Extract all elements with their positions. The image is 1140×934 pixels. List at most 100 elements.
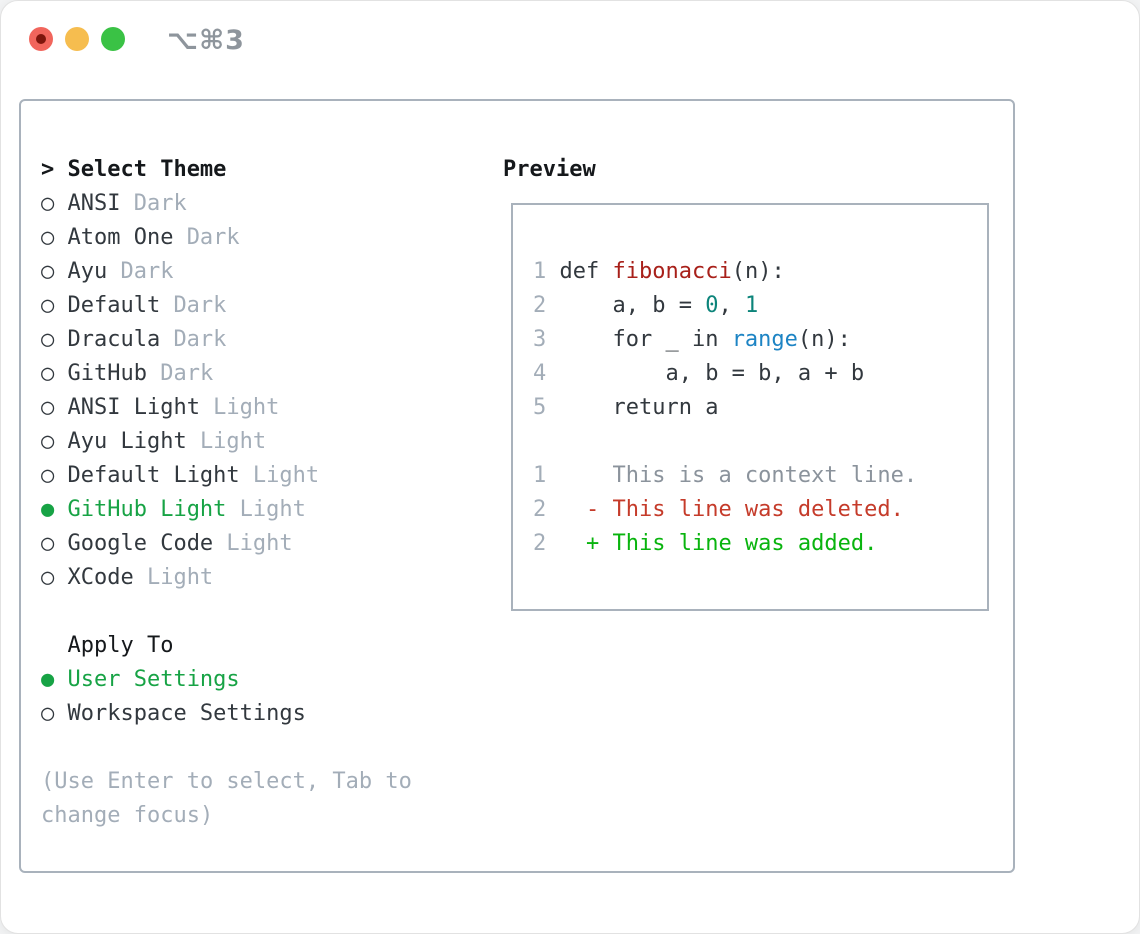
line-number: 5 [533,395,560,420]
theme-variant: Dark [173,293,227,318]
theme-name: ANSI [67,191,121,216]
line-number: 1 [533,259,560,284]
builtin-token: range [731,327,798,352]
line-number: 4 [533,361,560,386]
theme-variant: Dark [186,225,240,250]
function-name-token: fibonacci [612,259,732,284]
radio-icon: ○ [41,327,55,352]
line-number: 2 [533,497,560,522]
code-line: 2 a, b = 0, 1 [533,289,987,323]
radio-selected-icon: ● [41,497,55,522]
radio-selected-icon: ● [41,667,55,692]
theme-name: Default [67,293,161,318]
theme-name: Ayu [67,259,108,284]
radio-icon: ○ [41,565,55,590]
apply-to-title: Apply To [67,633,174,658]
line-number: 2 [533,293,560,318]
theme-name: Dracula [67,327,161,352]
spacer [41,731,471,765]
diff-context-line: 1 This is a context line. [533,459,987,493]
theme-name: XCode [67,565,134,590]
window-shortcut-label: ⌥⌘3 [167,25,245,56]
code-text: for _ in [559,327,732,352]
context-text: This is a context line. [559,463,918,488]
apply-option-label: User Settings [67,667,240,692]
theme-option-dracula-dark[interactable]: ○ Dracula Dark [41,323,471,357]
theme-name: Ayu Light [67,429,187,454]
theme-variant: Dark [173,327,227,352]
radio-icon: ○ [41,225,55,250]
code-text: a, b = [559,293,706,318]
theme-variant: Light [239,497,306,522]
radio-icon: ○ [41,701,55,726]
theme-option-google-code[interactable]: ○ Google Code Light [41,527,471,561]
code-text: , [718,293,745,318]
line-number: 1 [533,463,560,488]
code-text: (n): [731,259,785,284]
theme-option-ayu-light[interactable]: ○ Ayu Light Light [41,425,471,459]
theme-option-default-dark[interactable]: ○ Default Dark [41,289,471,323]
code-line: 3 for _ in range(n): [533,323,987,357]
theme-variant: Light [252,463,320,488]
spacer [41,595,471,629]
radio-icon: ○ [41,259,55,284]
added-text: + This line was added. [559,531,878,556]
theme-variant: Dark [133,191,187,216]
diff-deleted-line: 2 - This line was deleted. [533,493,987,527]
spacer [533,425,987,459]
theme-option-github-dark[interactable]: ○ GitHub Dark [41,357,471,391]
theme-list-title: Select Theme [67,157,227,182]
radio-icon: ○ [41,395,55,420]
code-line: 5 return a [533,391,987,425]
theme-name: Default Light [67,463,240,488]
theme-option-ansi-light[interactable]: ○ ANSI Light Light [41,391,471,425]
number-literal-token: 0 [705,293,719,318]
radio-icon: ○ [41,429,55,454]
keyboard-hint: (Use Enter to select, Tab to change focu… [41,769,412,828]
code-line: 1 def fibonacci(n): [533,255,987,289]
apply-option-user-settings[interactable]: ● User Settings [41,663,471,697]
line-number: 2 [533,531,560,556]
theme-variant: Light [199,429,267,454]
apply-option-label: Workspace Settings [67,701,306,726]
number-literal-token: 1 [744,293,759,318]
code-text: (n): [797,327,851,352]
close-button[interactable] [29,27,53,51]
theme-option-default-light[interactable]: ○ Default Light Light [41,459,471,493]
theme-name: Google Code [67,531,214,556]
diff-added-line: 2 + This line was added. [533,527,987,561]
prompt-icon: > [41,157,55,182]
minimize-button[interactable] [65,27,89,51]
theme-name: ANSI Light [67,395,200,420]
radio-icon: ○ [41,293,55,318]
theme-variant: Light [226,531,293,556]
radio-icon: ○ [41,463,55,488]
close-dot-icon [36,34,46,44]
theme-option-github-light[interactable]: ● GitHub Light Light [41,493,471,527]
theme-option-xcode[interactable]: ○ XCode Light [41,561,471,595]
preview-title: Preview [503,157,596,182]
theme-option-ansi-dark[interactable]: ○ ANSI Dark [41,187,471,221]
theme-option-ayu-dark[interactable]: ○ Ayu Dark [41,255,471,289]
theme-list-header: > Select Theme [41,153,471,187]
radio-icon: ○ [41,531,55,556]
theme-variant: Dark [120,259,174,284]
deleted-text: - This line was deleted. [559,497,904,522]
zoom-button[interactable] [101,27,125,51]
radio-icon: ○ [41,191,55,216]
theme-variant: Dark [160,361,214,386]
radio-icon: ○ [41,361,55,386]
apply-option-workspace-settings[interactable]: ○ Workspace Settings [41,697,471,731]
line-number: 3 [533,327,560,352]
theme-variant: Light [146,565,214,590]
theme-variant: Light [213,395,280,420]
theme-name: GitHub [67,361,147,386]
code-line: 4 a, b = b, a + b [533,357,987,391]
preview-box: 1 def fibonacci(n): 2 a, b = 0, 1 3 for … [511,203,989,611]
theme-name: GitHub Light [67,497,227,522]
titlebar: ⌥⌘3 [1,1,1139,77]
